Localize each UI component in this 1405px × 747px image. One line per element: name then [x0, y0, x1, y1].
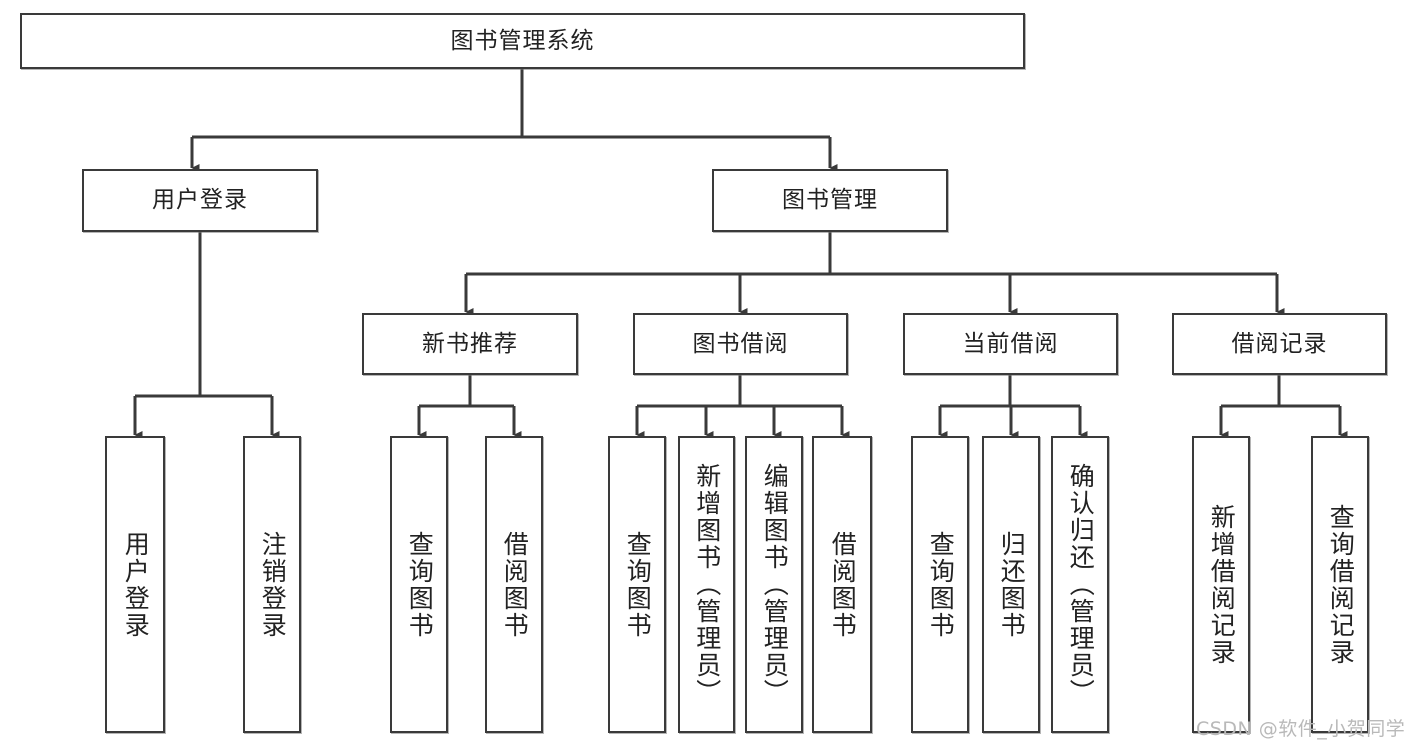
- node-borrow-records[interactable]: 借阅记录: [1172, 313, 1387, 375]
- node-leaf-user-logout[interactable]: 注销登录: [243, 436, 301, 733]
- node-leaf-borrow-query[interactable]: 查询图书: [608, 436, 666, 733]
- node-book-borrowing[interactable]: 图书借阅: [633, 313, 848, 375]
- node-leaf-user-logout-label: 注销登录: [258, 530, 288, 639]
- node-leaf-borrow-borrow-label: 借阅图书: [828, 530, 858, 639]
- node-leaf-borrow-edit[interactable]: 编辑图书（管理员）: [745, 436, 803, 733]
- node-leaf-current-confirm-label: 确认归还（管理员）: [1066, 463, 1096, 706]
- node-leaf-current-query[interactable]: 查询图书: [911, 436, 969, 733]
- csdn-watermark: CSDN @软件_小贺同学: [1196, 718, 1405, 740]
- node-leaf-newbook-query[interactable]: 查询图书: [390, 436, 448, 733]
- node-leaf-current-confirm[interactable]: 确认归还（管理员）: [1051, 436, 1109, 733]
- node-book-management-module-label: 图书管理: [782, 187, 878, 214]
- node-borrow-records-label: 借阅记录: [1231, 330, 1328, 357]
- node-leaf-current-query-label: 查询图书: [926, 530, 956, 639]
- node-user-login-module[interactable]: 用户登录: [82, 169, 318, 232]
- node-leaf-current-return[interactable]: 归还图书: [982, 436, 1040, 733]
- node-leaf-user-login[interactable]: 用户登录: [105, 436, 165, 733]
- node-leaf-newbook-borrow-label: 借阅图书: [500, 530, 530, 639]
- node-leaf-borrow-edit-label: 编辑图书（管理员）: [760, 463, 790, 706]
- node-leaf-borrow-borrow[interactable]: 借阅图书: [812, 436, 872, 733]
- node-root-label: 图书管理系统: [450, 27, 595, 54]
- node-leaf-record-query-label: 查询借阅记录: [1326, 503, 1356, 666]
- node-leaf-borrow-query-label: 查询图书: [623, 530, 653, 639]
- node-leaf-record-add[interactable]: 新增借阅记录: [1192, 436, 1250, 733]
- node-leaf-record-add-label: 新增借阅记录: [1207, 503, 1237, 666]
- node-book-management-module[interactable]: 图书管理: [712, 169, 948, 232]
- node-root[interactable]: 图书管理系统: [20, 13, 1025, 69]
- node-leaf-record-query[interactable]: 查询借阅记录: [1311, 436, 1369, 733]
- node-current-borrowing[interactable]: 当前借阅: [903, 313, 1118, 375]
- node-leaf-current-return-label: 归还图书: [997, 530, 1027, 639]
- node-leaf-newbook-query-label: 查询图书: [405, 530, 435, 639]
- node-leaf-borrow-add[interactable]: 新增图书（管理员）: [678, 436, 735, 733]
- node-current-borrowing-label: 当前借阅: [962, 330, 1059, 357]
- node-leaf-user-login-label: 用户登录: [121, 530, 151, 639]
- node-user-login-module-label: 用户登录: [152, 187, 248, 214]
- node-leaf-borrow-add-label: 新增图书（管理员）: [692, 463, 722, 706]
- node-new-book-recommendation[interactable]: 新书推荐: [362, 313, 578, 375]
- node-new-book-recommendation-label: 新书推荐: [422, 330, 518, 357]
- node-leaf-newbook-borrow[interactable]: 借阅图书: [485, 436, 543, 733]
- node-book-borrowing-label: 图书借阅: [692, 330, 789, 357]
